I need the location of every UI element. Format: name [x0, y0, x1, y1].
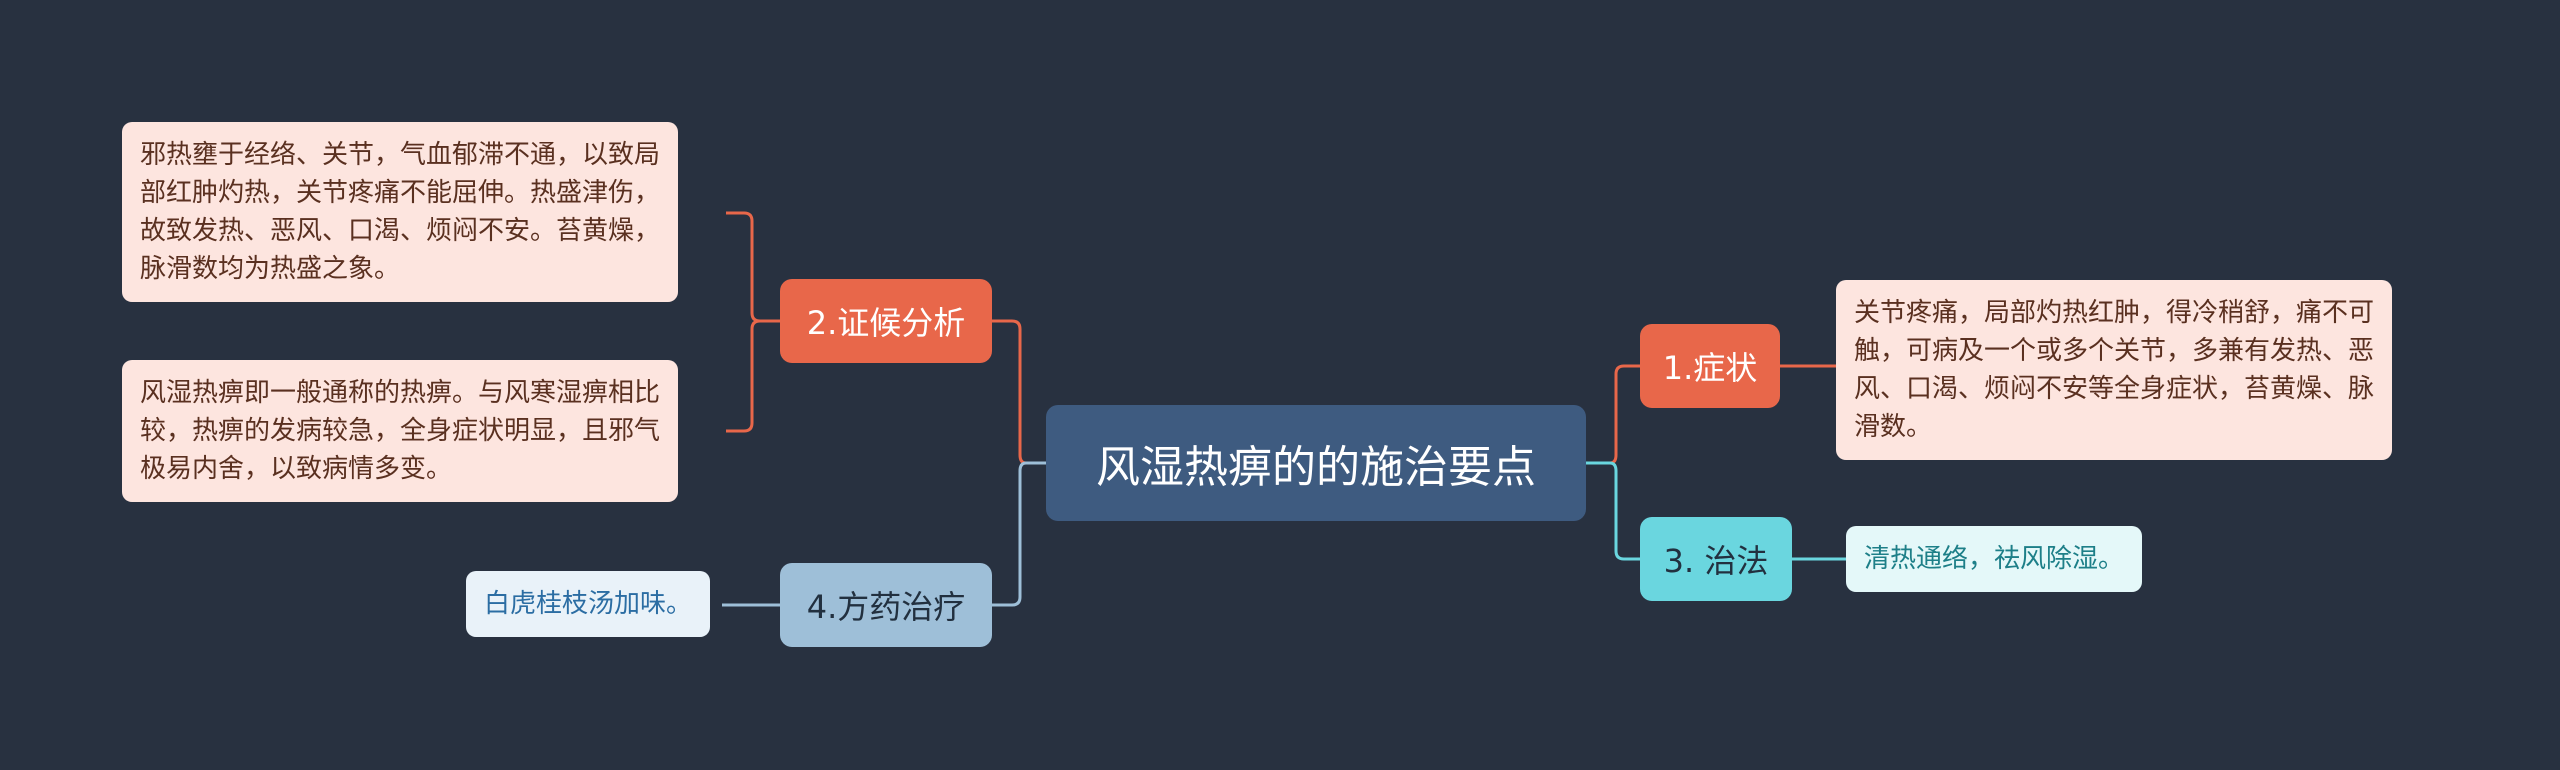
- leaf-line: 触，可病及一个或多个关节，多兼有发热、恶: [1854, 336, 2375, 366]
- leaf-line: 部红肿灼热，关节疼痛不能屈伸。热盛津伤，: [140, 178, 661, 208]
- branch-symptoms[interactable]: 1.症状: [1640, 324, 1780, 408]
- link-syndrome-leaf-2: [726, 319, 780, 433]
- leaf-line: 较，热痹的发病较急，全身症状明显，且邪气: [140, 416, 661, 446]
- leaf-line: 风、口渴、烦闷不安等全身症状，苔黄燥、脉: [1854, 374, 2375, 404]
- leaf-line: 风湿热痹即一般通称的热痹。与风寒湿痹相比: [140, 378, 661, 408]
- leaf-line: 邪热壅于经络、关节，气血郁滞不通，以致局: [140, 140, 661, 170]
- leaf-line: 关节疼痛，局部灼热红肿，得冷稍舒，痛不可: [1854, 298, 2375, 328]
- link-center-treatment: [1586, 461, 1640, 561]
- leaf-prescription-detail[interactable]: 白虎桂枝汤加味。: [466, 571, 711, 637]
- central-topic[interactable]: 风湿热痹的的施治要点: [1046, 405, 1586, 521]
- branch-syndrome-analysis[interactable]: 2.证候分析: [780, 279, 992, 363]
- link-center-prescription: [992, 461, 1046, 607]
- leaf-syndrome-detail-1[interactable]: 邪热壅于经络、关节，气血郁滞不通，以致局 部红肿灼热，关节疼痛不能屈伸。热盛津伤…: [122, 122, 679, 302]
- branch-prescription[interactable]: 4.方药治疗: [780, 563, 992, 647]
- link-center-symptoms: [1586, 364, 1640, 465]
- link-center-syndrome: [992, 319, 1046, 465]
- leaf-line: 极易内舍，以致病情多变。: [140, 454, 453, 484]
- leaf-treatment-detail[interactable]: 清热通络，祛风除湿。: [1846, 526, 2143, 592]
- leaf-line: 白虎桂枝汤加味。: [484, 589, 693, 619]
- link-syndrome-leaf-1: [726, 211, 780, 323]
- leaf-symptoms-detail[interactable]: 关节疼痛，局部灼热红肿，得冷稍舒，痛不可 触，可病及一个或多个关节，多兼有发热、…: [1836, 280, 2393, 460]
- leaf-line: 脉滑数均为热盛之象。: [140, 254, 401, 284]
- leaf-syndrome-detail-2[interactable]: 风湿热痹即一般通称的热痹。与风寒湿痹相比 较，热痹的发病较急，全身症状明显，且邪…: [122, 360, 679, 502]
- leaf-line: 滑数。: [1854, 412, 1933, 442]
- leaf-line: 故致发热、恶风、口渴、烦闷不安。苔黄燥，: [140, 216, 661, 246]
- branch-treatment[interactable]: 3. 治法: [1640, 517, 1792, 601]
- leaf-line: 清热通络，祛风除湿。: [1864, 544, 2125, 574]
